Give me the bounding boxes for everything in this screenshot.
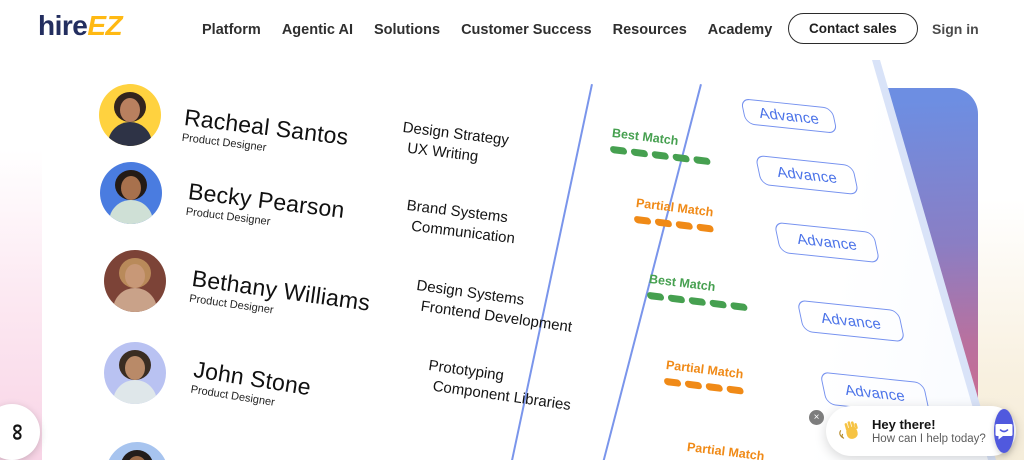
nav-item-resources[interactable]: Resources bbox=[612, 22, 687, 38]
match-bar-segment bbox=[672, 153, 690, 163]
candidate-avatar bbox=[104, 342, 166, 404]
advance-button[interactable]: Advance bbox=[740, 98, 838, 134]
white-candidate-sheet bbox=[0, 60, 988, 460]
advance-button[interactable]: Advance bbox=[796, 299, 906, 343]
top-nav: hireEZ Platform Agentic AI Solutions Custom… bbox=[0, 0, 1024, 60]
match-bar-segment bbox=[705, 382, 724, 393]
match-bar-segment bbox=[609, 145, 628, 155]
match-bar-segment bbox=[709, 299, 727, 309]
cream-background-strip bbox=[978, 60, 1024, 460]
match-bar-segment bbox=[663, 377, 682, 387]
accessibility-infinity-icon: ∞ bbox=[4, 423, 32, 441]
chat-close-icon[interactable]: × bbox=[809, 410, 824, 425]
advance-button-label: Advance bbox=[843, 381, 907, 406]
nav-item-academy[interactable]: Academy bbox=[707, 22, 773, 38]
logo-part-ez: EZ bbox=[87, 10, 123, 41]
nav-item-platform[interactable]: Platform bbox=[202, 22, 261, 38]
match-bar-segment bbox=[726, 385, 744, 395]
match-bar-segment bbox=[651, 150, 670, 161]
nav-item-agentic-ai[interactable]: Agentic AI bbox=[281, 22, 353, 38]
match-badge-best: Best Match bbox=[646, 272, 751, 312]
match-bar-segment bbox=[654, 218, 673, 228]
match-bar-segment bbox=[633, 215, 652, 225]
match-bar-segment bbox=[693, 155, 711, 166]
match-label: Partial Match bbox=[686, 440, 766, 460]
nav-item-solutions[interactable]: Solutions bbox=[374, 22, 441, 38]
chat-launcher-button[interactable] bbox=[993, 409, 1014, 453]
hireez-logo[interactable]: hireEZ bbox=[38, 10, 123, 42]
waving-hand-icon bbox=[839, 421, 858, 439]
chat-text: Hey there! How can I help today? bbox=[872, 417, 986, 445]
match-bar-segment bbox=[646, 291, 665, 301]
chat-greeting-bubble[interactable]: Hey there! How can I help today? bbox=[826, 406, 1016, 456]
candidate-avatar bbox=[99, 84, 161, 146]
logo-part-hire: hire bbox=[38, 10, 88, 41]
match-bar-segment bbox=[630, 148, 649, 158]
sign-in-link[interactable]: Sign in bbox=[932, 21, 979, 37]
chat-greeting: Hey there! bbox=[872, 417, 936, 432]
advance-button-label: Advance bbox=[775, 163, 839, 187]
match-badge-partial: Partial Match bbox=[663, 358, 747, 395]
match-label: Partial Match bbox=[635, 196, 715, 220]
match-bar-segment bbox=[688, 296, 707, 307]
chat-bubble-icon bbox=[995, 424, 1013, 440]
match-bar-segment bbox=[667, 294, 686, 304]
match-label: Partial Match bbox=[665, 358, 745, 382]
contact-sales-button[interactable]: Contact sales bbox=[788, 13, 918, 44]
advance-button-label: Advance bbox=[757, 104, 821, 128]
candidate-avatar bbox=[104, 250, 166, 312]
advance-button-label: Advance bbox=[819, 309, 883, 333]
candidate-avatar bbox=[100, 162, 162, 224]
match-strength-bars bbox=[663, 377, 744, 395]
nav-links: Platform Agentic AI Solutions Customer Succ… bbox=[202, 0, 772, 60]
advance-button[interactable]: Advance bbox=[773, 221, 881, 264]
match-bar-segment bbox=[684, 380, 703, 390]
match-bar-segment bbox=[696, 223, 714, 233]
advance-button[interactable]: Advance bbox=[754, 154, 860, 196]
candidate-avatar bbox=[106, 442, 168, 460]
advance-button-label: Advance bbox=[795, 230, 859, 255]
match-badge-best: Best Match bbox=[609, 126, 714, 166]
match-strength-bars bbox=[633, 215, 714, 233]
match-bar-segment bbox=[675, 220, 694, 231]
match-bar-segment bbox=[730, 301, 748, 312]
chat-question: How can I help today? bbox=[872, 433, 986, 445]
match-badge-partial: Partial Match bbox=[633, 196, 717, 233]
nav-item-customer-success[interactable]: Customer Success bbox=[461, 22, 592, 38]
match-badge-partial: Partial Match bbox=[684, 440, 768, 460]
